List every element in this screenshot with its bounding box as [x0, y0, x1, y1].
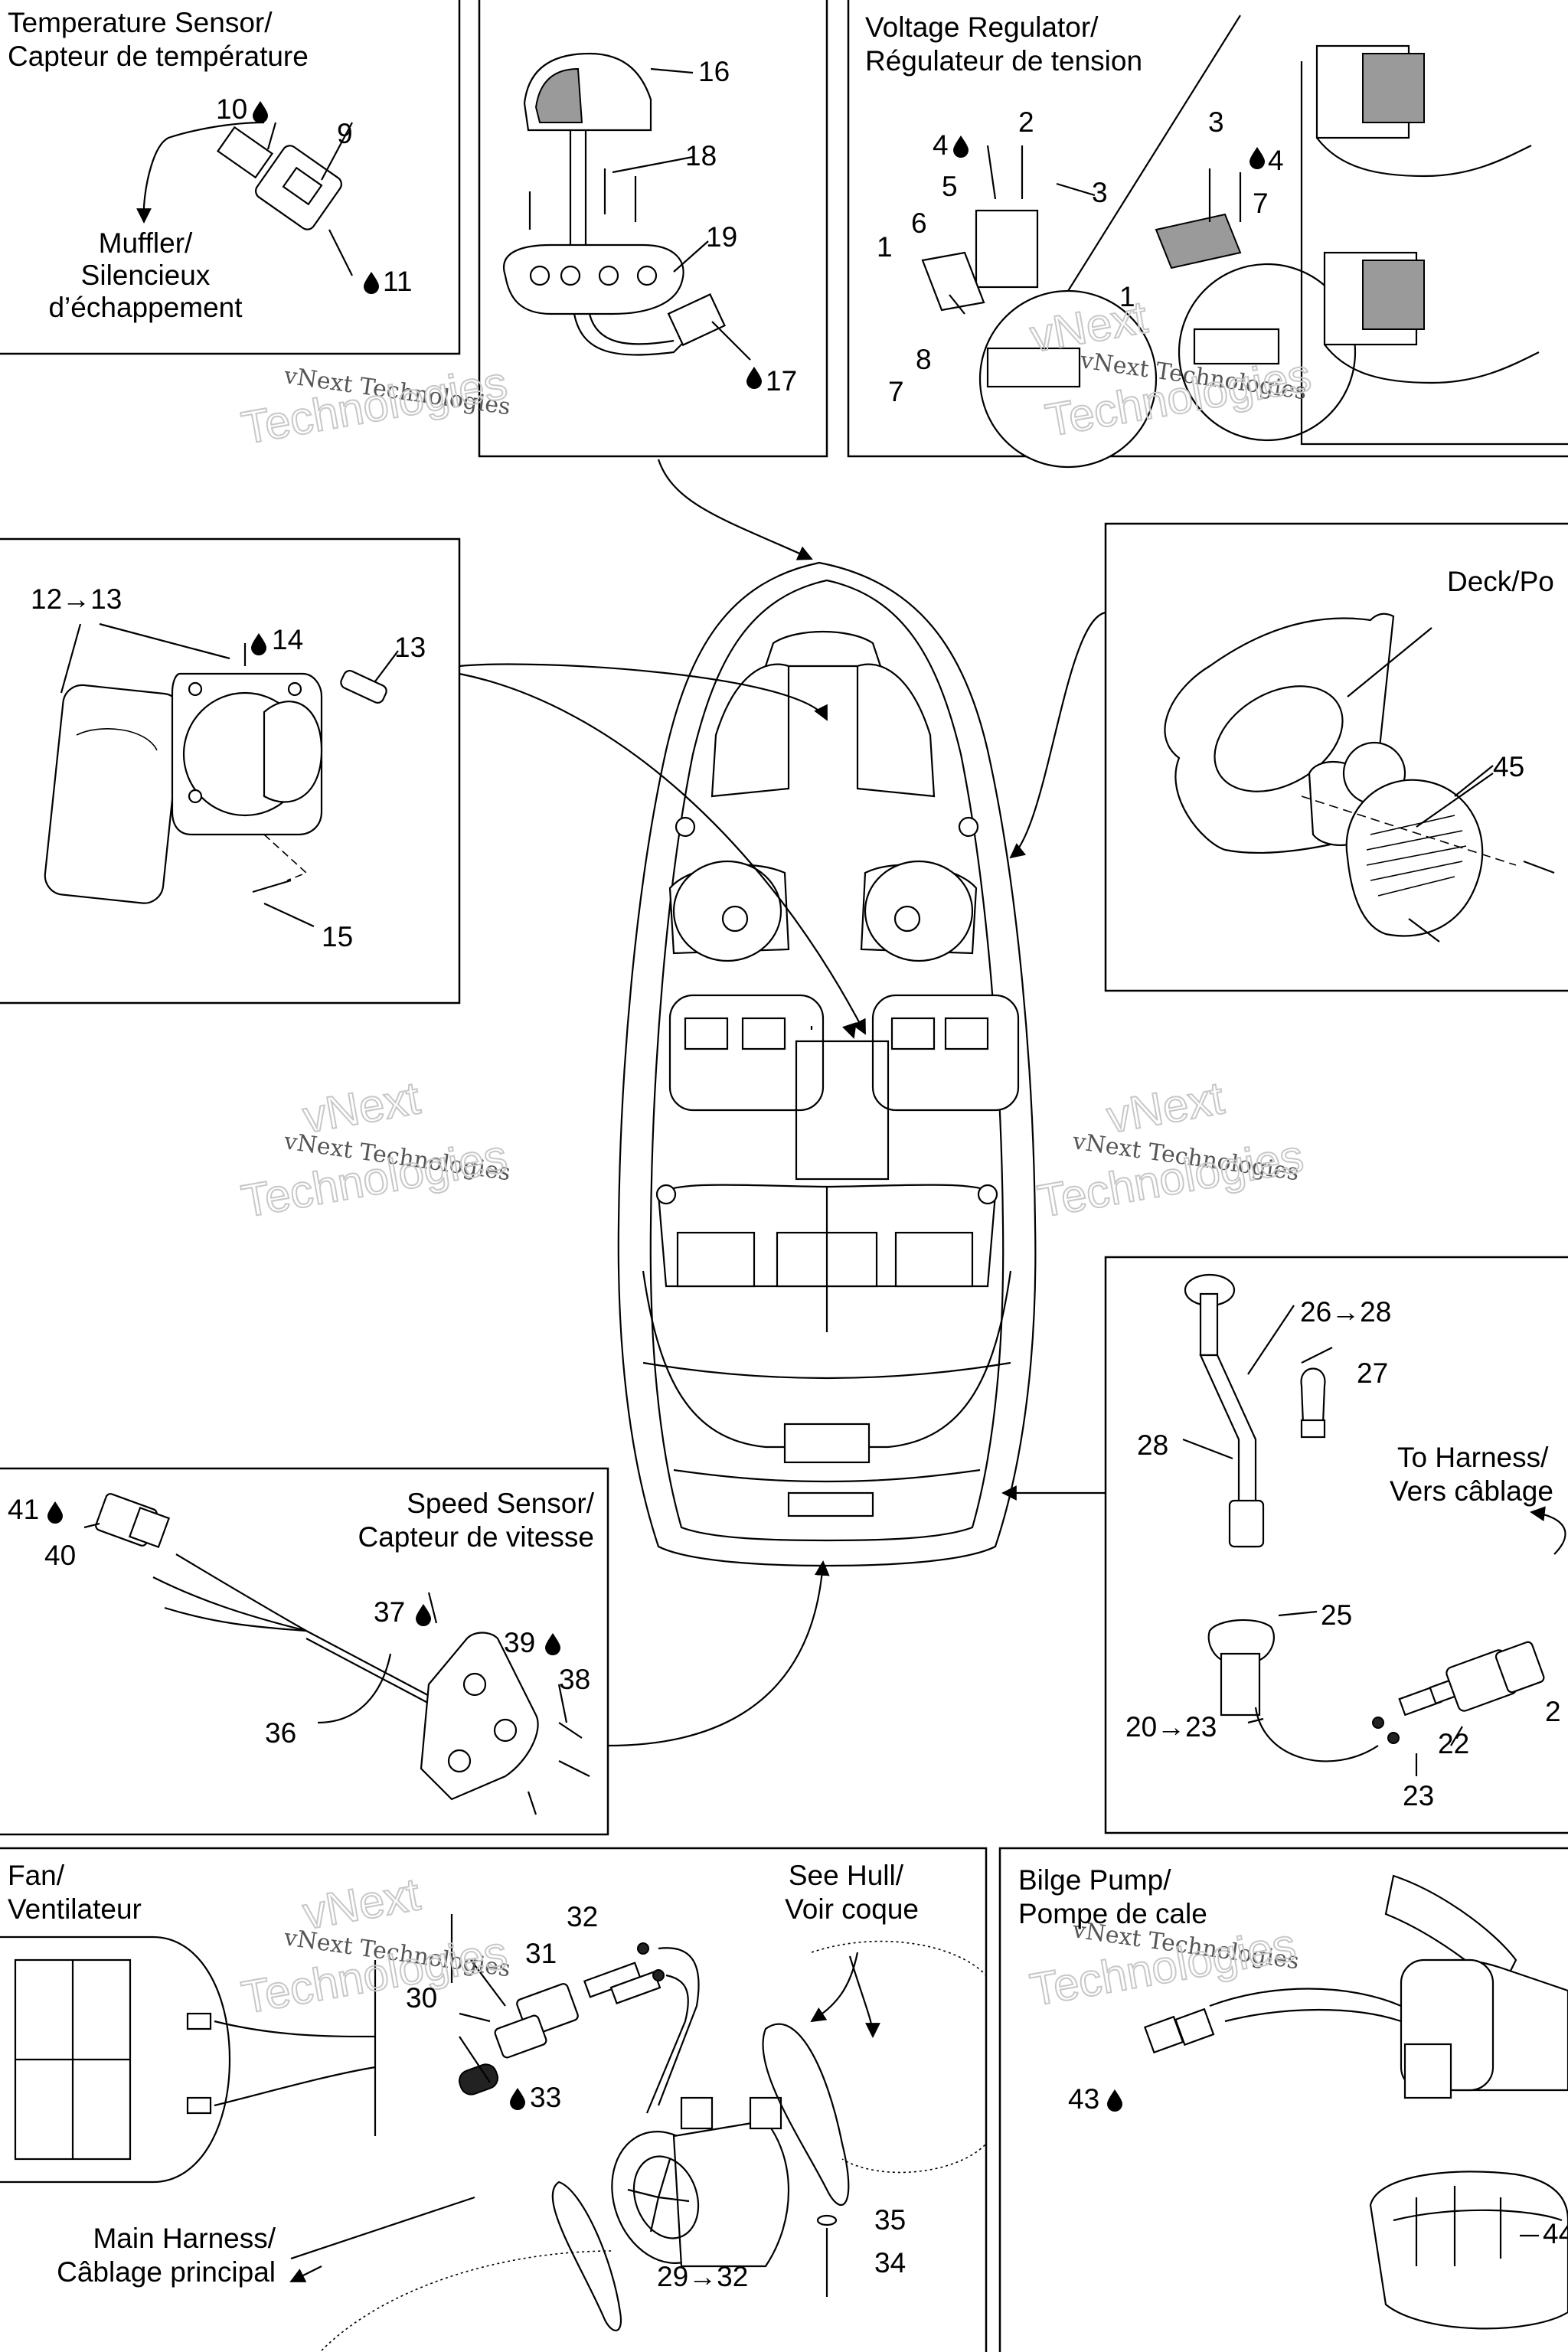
callout-5: 5 [942, 171, 958, 202]
callout-26-28: 26→28 [1300, 1296, 1391, 1328]
callout-23: 23 [1403, 1780, 1434, 1811]
callout-19: 19 [706, 221, 737, 253]
panel-gauge-light [1104, 1256, 1568, 1834]
callout-41: 41 [8, 1494, 39, 1525]
voir-coque-note: Voir coque [785, 1893, 919, 1925]
voltage-regulator-drawing [921, 15, 1568, 469]
svg-text:Technologies: Technologies [238, 357, 511, 454]
fan-title-en: Fan/ [8, 1860, 65, 1891]
callout-40: 40 [44, 1540, 76, 1571]
temperature-sensor-title-en: Temperature Sensor/ [8, 7, 273, 38]
callout-numbers: 10 9 11 16 18 19 17 4 2 5 3 6 1 8 7 3 4 … [8, 56, 1568, 2292]
callout-38: 38 [559, 1664, 590, 1695]
silencieux-note: Silencieux [81, 260, 211, 291]
temperature-sensor-drawing [136, 121, 353, 276]
voltage-regulator-title-fr: Régulateur de tension [865, 45, 1142, 77]
callout-11: 11 [383, 266, 412, 297]
callout-44: 44 [1543, 2218, 1568, 2249]
callout-39: 39 [504, 1627, 535, 1658]
deck-title: Deck/Po [1447, 566, 1554, 597]
speed-sensor-title-en: Speed Sensor/ [407, 1488, 595, 1519]
vers-cablage-note: Vers câblage [1390, 1475, 1553, 1507]
callout-15: 15 [322, 921, 353, 952]
instrument-drawing [44, 622, 399, 927]
connection-arrows [459, 459, 1106, 1747]
callout-9: 9 [337, 118, 353, 149]
callout-45: 45 [1493, 751, 1524, 782]
callout-3: 3 [1092, 177, 1108, 208]
panel-temperature-sensor [0, 0, 461, 355]
callout-16: 16 [698, 56, 730, 87]
callout-33: 33 [530, 2082, 561, 2113]
muffler-note: Muffler/ [99, 227, 193, 259]
callout-29-32: 29→32 [657, 2261, 748, 2292]
callout-10: 10 [216, 93, 247, 125]
callout-13: 13 [394, 632, 426, 663]
callout-28: 28 [1137, 1429, 1168, 1461]
callout-31: 31 [525, 1938, 557, 1969]
callout-1: 1 [877, 231, 893, 263]
callout-14: 14 [272, 624, 303, 655]
callout-27: 27 [1357, 1357, 1388, 1389]
callout-12-13: 12→13 [31, 583, 122, 615]
echappement-note: d’échappement [48, 292, 243, 323]
gauge-light-drawing [1182, 1273, 1566, 1776]
navigation-light-drawing [503, 52, 751, 361]
panel-titles: Temperature Sensor/ Capteur de températu… [8, 7, 1554, 2288]
callout-4b: 4 [1268, 145, 1284, 176]
speed-sensor-title-fr: Capteur de vitesse [358, 1521, 594, 1553]
bilge-pump-drawing [1143, 1874, 1568, 2330]
callout-2c: 2 [1545, 1696, 1561, 1727]
fan-title-fr: Ventilateur [8, 1893, 142, 1925]
temperature-sensor-title-fr: Capteur de température [8, 41, 309, 72]
callout-36: 36 [265, 1717, 296, 1749]
callout-7b: 7 [1253, 188, 1269, 219]
to-harness-note: To Harness/ [1397, 1442, 1549, 1473]
callout-6: 6 [911, 207, 927, 239]
callout-1b: 1 [1119, 281, 1135, 312]
callout-17: 17 [766, 365, 797, 397]
boat-hull-drawing [617, 561, 1037, 1567]
bilge-pump-title-en: Bilge Pump/ [1018, 1864, 1171, 1896]
see-hull-note: See Hull/ [789, 1860, 904, 1891]
speed-sensor-drawing [83, 1493, 590, 1815]
callout-22: 22 [1438, 1728, 1469, 1759]
callout-32: 32 [567, 1901, 598, 1932]
cablage-principal-note: Câblage principal [57, 2256, 276, 2288]
callout-2: 2 [1018, 106, 1034, 138]
bilge-pump-title-fr: Pompe de cale [1018, 1898, 1207, 1929]
callout-43: 43 [1068, 2083, 1099, 2115]
svg-text:vNext: vNext [1103, 1072, 1228, 1143]
voltage-regulator-title-en: Voltage Regulator/ [865, 11, 1099, 43]
callout-34: 34 [874, 2247, 906, 2278]
callout-30: 30 [406, 1982, 437, 2014]
main-harness-note: Main Harness/ [93, 2223, 276, 2254]
callout-37: 37 [374, 1596, 405, 1628]
fan-drawing [0, 1914, 987, 2351]
callout-18: 18 [685, 140, 717, 172]
callout-25: 25 [1321, 1599, 1352, 1631]
horn-drawing [1164, 612, 1555, 942]
callout-7: 7 [888, 376, 904, 407]
callout-8: 8 [916, 344, 932, 375]
callout-4: 4 [933, 129, 949, 161]
callout-3b: 3 [1208, 106, 1224, 138]
callout-35: 35 [874, 2204, 906, 2236]
callout-20-23: 20→23 [1125, 1711, 1217, 1743]
